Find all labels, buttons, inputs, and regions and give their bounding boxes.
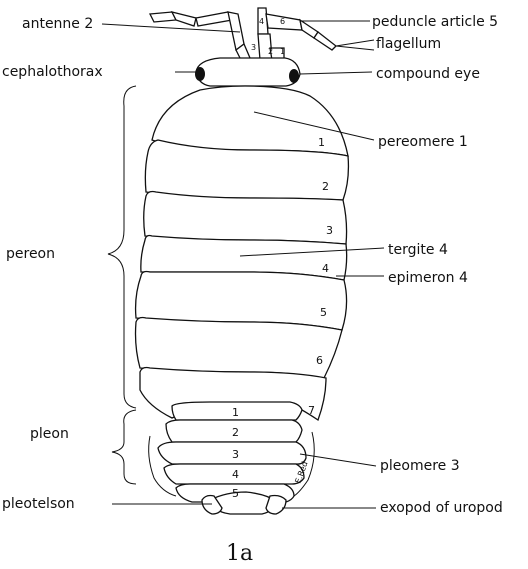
- left-compound-eye: [195, 67, 205, 81]
- right-uropod-exopod: [266, 496, 286, 515]
- pereon-number-4: 4: [322, 262, 329, 275]
- pereon-number-3: 3: [326, 224, 333, 237]
- pleon-brace: [112, 410, 136, 484]
- pleon-number-3: 3: [232, 448, 239, 461]
- antenna-article-1: 1: [280, 47, 285, 56]
- label-exopod-of-uropod: exopod of uropod: [380, 500, 503, 516]
- pleon-number-1: 1: [232, 406, 239, 419]
- pereon-number-5: 5: [320, 306, 327, 319]
- label-pereon: pereon: [6, 246, 55, 262]
- left-antenna: [150, 12, 250, 62]
- label-pleon: pleon: [30, 426, 69, 442]
- label-pleomere-3: pleomere 3: [380, 458, 460, 474]
- pereon-number-7: 7: [308, 404, 315, 417]
- cephalothorax-shape: [196, 58, 300, 86]
- label-pereomere-1: pereomere 1: [378, 134, 468, 150]
- pleon-number-5: 5: [232, 487, 239, 500]
- label-compound-eye: compound eye: [376, 66, 480, 82]
- label-antenne-2: antenne 2: [22, 16, 93, 32]
- pleon-number-2: 2: [232, 426, 239, 439]
- antenna-article-6: 6: [280, 17, 285, 26]
- label-pleotelson: pleotelson: [2, 496, 75, 512]
- right-compound-eye: [289, 69, 299, 83]
- label-epimeron-4: epimeron 4: [388, 270, 468, 286]
- pereon-number-2: 2: [322, 180, 329, 193]
- pleon-number-4: 4: [232, 468, 239, 481]
- pereomere-3-shape: [144, 192, 347, 245]
- pereon-number-1: 1: [318, 136, 325, 149]
- pereon-brace: [108, 86, 136, 408]
- antenna-article-4: 4: [259, 17, 264, 26]
- label-cephalothorax: cephalothorax: [2, 64, 103, 80]
- pereon: [136, 86, 349, 420]
- label-tergite-4: tergite 4: [388, 242, 448, 258]
- label-peduncle-article-5: peduncle article 5: [372, 14, 498, 30]
- antenna-article-2: 2: [268, 47, 273, 56]
- figure-label: 1a: [226, 541, 253, 566]
- pereon-number-6: 6: [316, 354, 323, 367]
- label-flagellum: flagellum: [376, 36, 441, 52]
- antenna-article-3: 3: [251, 43, 256, 52]
